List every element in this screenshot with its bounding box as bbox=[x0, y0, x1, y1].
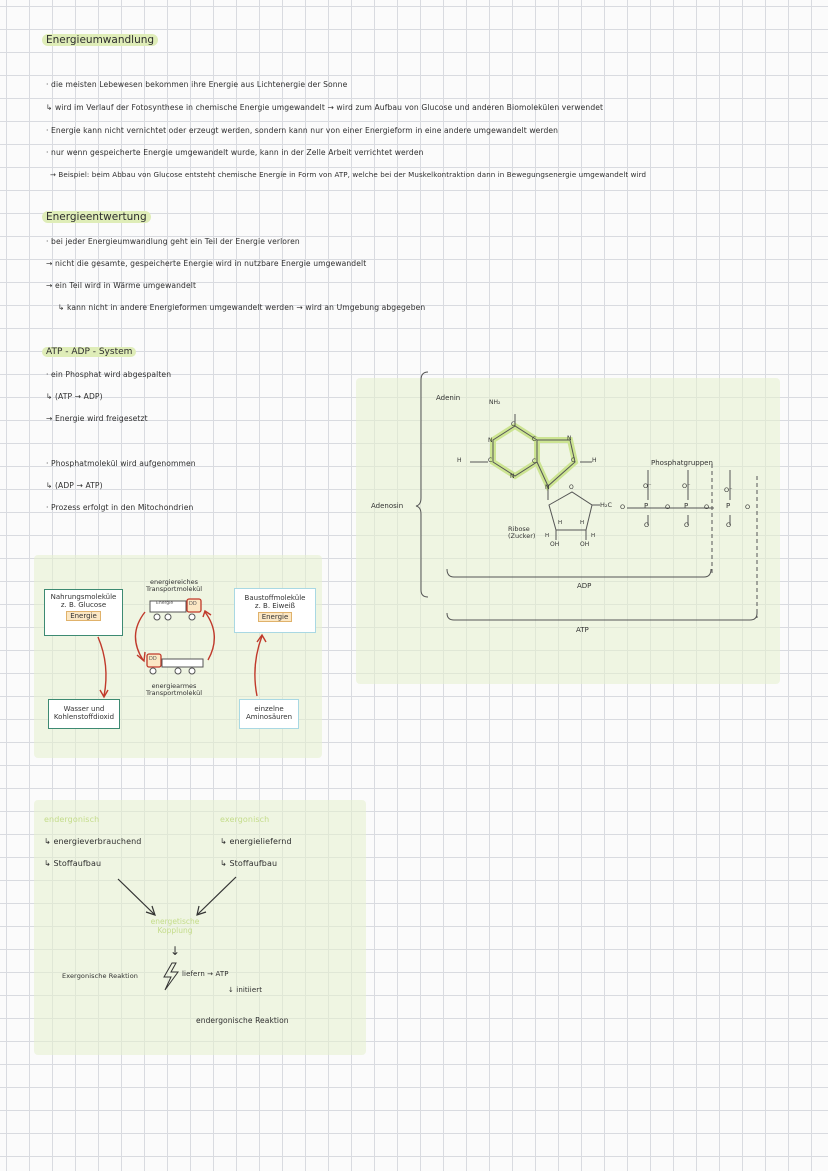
atom-h: H bbox=[457, 457, 462, 464]
atom-nh2: NH₂ bbox=[489, 399, 501, 406]
label-ribose: Ribose (Zucker) bbox=[508, 525, 536, 540]
label-initiiert: ↓ initiiert bbox=[228, 986, 263, 994]
heading-atp-adp-system: ATP - ADP - System bbox=[42, 347, 137, 357]
text-line: → ein Teil wird in Wärme umgewandelt bbox=[46, 281, 197, 290]
label-exergonisch: exergonisch bbox=[220, 815, 270, 824]
text-line: ↳ (ADP → ATP) bbox=[46, 481, 103, 490]
atom-o-minus: O⁻ bbox=[724, 486, 733, 494]
atom-n: N bbox=[488, 437, 493, 444]
label-endergonisch: endergonisch bbox=[44, 815, 100, 824]
atom-p: P bbox=[726, 502, 731, 510]
label-energiereich: energiereiches Transportmolekül bbox=[145, 578, 203, 593]
atom-p: P bbox=[644, 502, 649, 510]
text-line: · bei jeder Energieumwandlung geht ein T… bbox=[46, 237, 300, 246]
atom-o: O bbox=[684, 521, 690, 529]
atom-n: N bbox=[510, 473, 515, 480]
atom-p: P bbox=[684, 502, 689, 510]
lightning-icon bbox=[163, 962, 179, 991]
text-line: ↳ energieverbrauchend bbox=[44, 837, 142, 846]
coupling-panel bbox=[34, 800, 366, 1055]
atom-oh: OH bbox=[580, 541, 590, 548]
atom-c: C bbox=[532, 436, 537, 443]
label-exergonische-reaktion: Exergonische Reaktion bbox=[62, 972, 139, 980]
atom-o-minus: O⁻ bbox=[643, 482, 652, 490]
atom-o-minus: O⁻ bbox=[682, 482, 691, 490]
label-endergonische-reaktion: endergonische Reaktion bbox=[196, 1016, 289, 1025]
label-energetische-kopplung: energetische Kopplung bbox=[150, 917, 200, 935]
truck-empty-icon bbox=[146, 653, 204, 675]
text-line: ↳ energieliefernd bbox=[220, 837, 292, 846]
atom-o: O bbox=[745, 503, 751, 511]
atom-o: O bbox=[620, 503, 626, 511]
heading-energieumwandlung: Energieumwandlung bbox=[42, 34, 159, 46]
atom-h: H bbox=[580, 520, 585, 526]
atom-o: O bbox=[726, 521, 732, 529]
text-line: → Energie wird freigesetzt bbox=[46, 414, 148, 423]
box-aminosaeuren: einzelne Aminosäuren bbox=[239, 699, 299, 729]
atom-c: C bbox=[511, 421, 516, 428]
truck-cab-label: DD bbox=[189, 601, 197, 607]
label-phosphatgruppen: Phosphatgruppen bbox=[651, 459, 713, 467]
atom-o: O bbox=[644, 521, 650, 529]
label-adenosin: Adenosin bbox=[371, 502, 404, 510]
box-baustoffmolekuele: Baustoffmoleküle z. B. Eiweiß Energie bbox=[234, 588, 316, 633]
text-line: ↳ Stoffaufbau bbox=[44, 859, 102, 868]
text-line: → nicht die gesamte, gespeicherte Energi… bbox=[46, 259, 367, 268]
text-line: · ein Phosphat wird abgespalten bbox=[46, 370, 172, 379]
text-line: ↳ Stoffaufbau bbox=[220, 859, 278, 868]
atom-h: H bbox=[592, 457, 597, 464]
heading-energieentwertung: Energieentwertung bbox=[42, 211, 151, 223]
atom-n: N bbox=[567, 435, 572, 442]
text-line: · Energie kann nicht vernichtet oder erz… bbox=[46, 126, 559, 135]
text-line: · Prozess erfolgt in den Mitochondrien bbox=[46, 503, 194, 512]
label-liefern-atp: liefern → ATP bbox=[182, 970, 229, 978]
down-arrow-icon: ↓ bbox=[170, 944, 181, 958]
atp-structure-panel bbox=[356, 378, 780, 684]
text-line: · nur wenn gespeicherte Energie umgewand… bbox=[46, 148, 424, 157]
atom-o: O bbox=[665, 503, 671, 511]
label-atp: ATP bbox=[576, 626, 589, 634]
atom-o: O bbox=[704, 503, 710, 511]
atom-o: O bbox=[569, 484, 574, 491]
atom-h: H bbox=[545, 533, 550, 539]
label-energiearm: energiearmes Transportmolekül bbox=[145, 682, 203, 697]
text-line: · die meisten Lebewesen bekommen ihre En… bbox=[46, 80, 348, 89]
atom-c: C bbox=[532, 458, 537, 465]
text-line: → Beispiel: beim Abbau von Glucose entst… bbox=[50, 170, 647, 179]
atom-n: N bbox=[545, 484, 550, 491]
atom-oh: OH bbox=[550, 541, 560, 548]
text-line: · Phosphatmolekül wird aufgenommen bbox=[46, 459, 196, 468]
label-adenin: Adenin bbox=[436, 394, 461, 402]
atom-c: C bbox=[488, 457, 493, 464]
box-nahrungsmolekuele: Nahrungsmoleküle z. B. Glucose Energie bbox=[44, 589, 123, 636]
text-line: ↳ kann nicht in andere Energieformen umg… bbox=[58, 303, 426, 312]
truck-cargo-label: Energie bbox=[156, 601, 174, 606]
atom-h: H bbox=[591, 533, 596, 539]
atom-h: H bbox=[558, 520, 563, 526]
truck-full-icon bbox=[149, 598, 202, 621]
atom-c: C bbox=[571, 457, 576, 464]
box-wasser: Wasser und Kohlenstoffdioxid bbox=[48, 699, 120, 729]
text-line: ↳ wird im Verlauf der Fotosynthese in ch… bbox=[46, 103, 604, 112]
label-adp: ADP bbox=[577, 582, 592, 590]
truck-cab-label: DD bbox=[149, 656, 157, 662]
text-line: ↳ (ATP → ADP) bbox=[46, 392, 103, 401]
atom-h2c: H₂C bbox=[600, 501, 613, 509]
